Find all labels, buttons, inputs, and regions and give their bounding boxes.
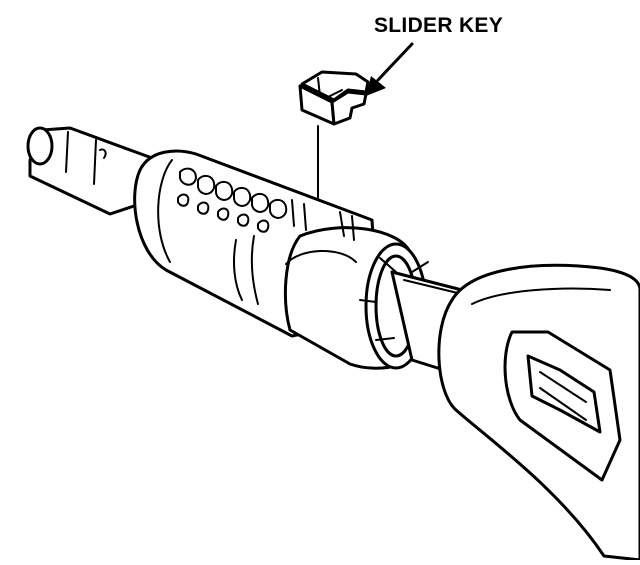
slider-key-icon bbox=[298, 70, 370, 213]
tumbler-slots bbox=[177, 167, 288, 233]
callout-arrow-icon bbox=[366, 42, 414, 96]
lock-cylinder-icon bbox=[26, 126, 429, 370]
slider-key-label: SLIDER KEY bbox=[374, 14, 504, 37]
ignition-key-icon bbox=[390, 263, 640, 562]
